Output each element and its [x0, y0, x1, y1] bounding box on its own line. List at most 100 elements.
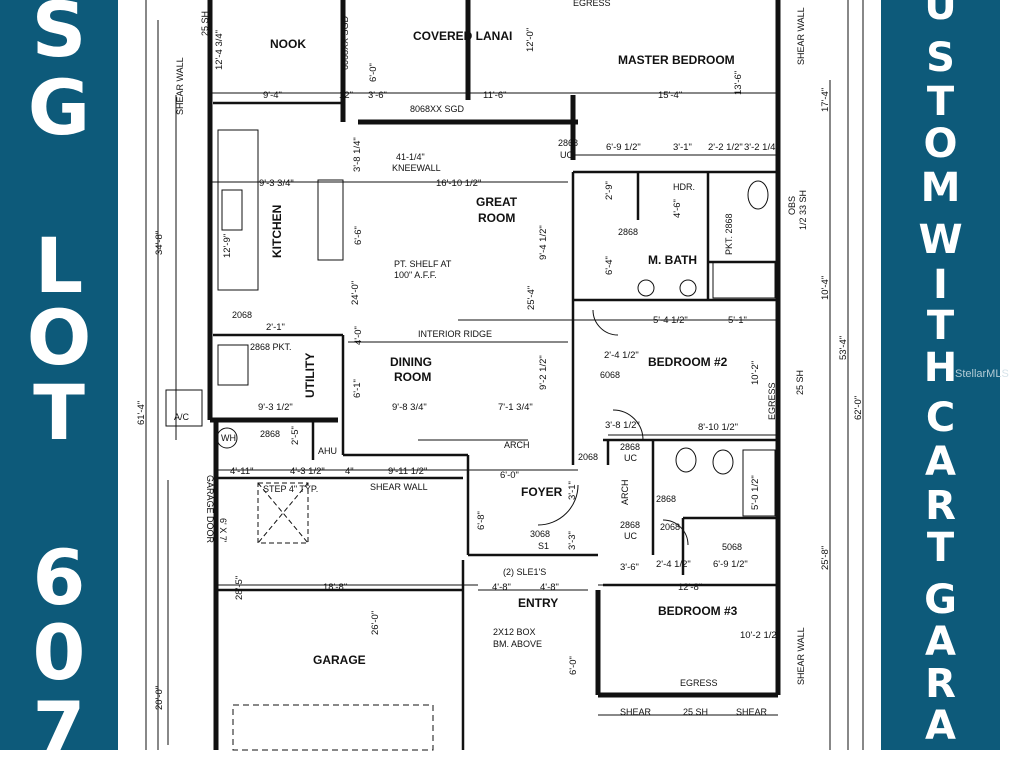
- floor-plan: NOOK COVERED LANAI MASTER BEDROOM GREAT …: [118, 0, 881, 751]
- note: 8068XX SGD: [410, 104, 465, 114]
- dimension-label: 4'-0": [353, 326, 364, 345]
- dimension-label: 26'-0": [370, 611, 381, 635]
- dimension-label: 9'-11 1/2": [388, 466, 427, 477]
- dimension-label: 17'-4": [820, 88, 831, 112]
- note: HDR.: [673, 182, 695, 192]
- banner-right-letter: R: [925, 661, 956, 707]
- banner-right-letter: H: [923, 345, 958, 391]
- kitchen-sink: [221, 189, 243, 231]
- dimension-label: 25'-4": [526, 286, 537, 310]
- banner-right-letter: C: [925, 395, 956, 441]
- room-label-dining-room: ROOM: [394, 370, 431, 384]
- sink: [679, 279, 697, 297]
- dimension-label: 5'-4 1/2": [653, 315, 688, 326]
- dimension-label: 9'-3 1/2": [258, 402, 293, 413]
- dimension-label: 6'-0": [568, 656, 579, 675]
- room-label-nook: NOOK: [270, 37, 306, 51]
- banner-right-letter: I: [933, 262, 948, 308]
- note: 2868: [620, 520, 640, 530]
- bathtub: [742, 449, 776, 517]
- dimension-label: 20'-0": [154, 686, 165, 710]
- note: ARCH: [504, 440, 530, 450]
- dimension-label: 10'-2": [750, 361, 761, 385]
- note: 1/2 33 SH: [798, 190, 808, 230]
- note: EGRESS: [573, 0, 611, 8]
- dimension-label: 4'-11": [230, 466, 254, 477]
- kitchen-counter: [217, 129, 259, 291]
- dimension-label: 4": [345, 466, 354, 477]
- dimension-label: 2'-1": [266, 322, 285, 333]
- dimension-label: 4'-8": [492, 582, 511, 593]
- note: 6068: [600, 370, 620, 380]
- note: STEP 4" TYP.: [263, 484, 318, 494]
- note: 2068: [578, 452, 598, 462]
- banner-left-letter: 7: [32, 685, 86, 774]
- note: 25 SH: [683, 707, 708, 717]
- dimension-label: 8'-10 1/2": [698, 422, 738, 433]
- room-label-bedroom-3: BEDROOM #3: [658, 604, 738, 618]
- dimension-label: 6'-4": [604, 256, 615, 275]
- dimension-label: 6'-0": [368, 63, 379, 82]
- note: 2X12 BOX: [493, 627, 536, 637]
- dimension-label: 9'-3 3/4": [259, 178, 294, 189]
- banner-right-letter: A: [925, 619, 956, 665]
- banner-right-letter: T: [926, 525, 955, 571]
- dimension-label: 12'-9": [222, 234, 233, 258]
- dimension-label: 12'-0": [525, 28, 536, 52]
- dimension-label: 6'-9 1/2": [606, 142, 641, 153]
- dimension-label: 6'-1": [352, 379, 363, 398]
- note: 2068: [232, 310, 252, 320]
- left-title-banner: [0, 0, 118, 750]
- note: EGRESS: [680, 678, 718, 688]
- note: 6068XX SGD: [340, 15, 350, 70]
- garage-door-outline: [232, 704, 434, 751]
- kitchen-island: [317, 179, 344, 261]
- dimension-label: 2'-5": [290, 426, 301, 445]
- dimension-label: 12'-4 3/4": [214, 30, 225, 70]
- note: BM. ABOVE: [493, 639, 542, 649]
- dimension-label: 9'-4 1/2": [538, 225, 549, 260]
- note: 2868: [260, 429, 280, 439]
- dimension-label: 2'-9": [604, 181, 615, 200]
- dimension-label: 3'-1": [567, 481, 578, 500]
- note: SHEAR WALL: [370, 482, 428, 492]
- note: PT. SHELF AT: [394, 259, 452, 269]
- note: 2868: [618, 227, 638, 237]
- banner-left-letter: S: [31, 0, 87, 74]
- note: 6' X 7': [218, 518, 228, 543]
- note: 2868: [656, 494, 676, 504]
- toilet: [675, 447, 697, 473]
- note: OBS: [787, 196, 797, 215]
- door-swing: [612, 409, 644, 441]
- note: 3068: [530, 529, 550, 539]
- room-label-utility: UTILITY: [303, 353, 317, 398]
- banner-right-letter: A: [925, 703, 956, 749]
- watermark: StellarMLS: [955, 368, 1009, 380]
- washer: [217, 344, 249, 386]
- note: 2868: [558, 138, 578, 148]
- dimension-label: 4'-8": [540, 582, 559, 593]
- room-label-garage: GARAGE: [313, 653, 366, 667]
- ac-unit-box: [165, 389, 203, 427]
- dimension-label: 5'-0 1/2": [750, 475, 761, 510]
- wh-label: WH: [221, 433, 236, 443]
- dimension-label: 6'-8": [476, 511, 487, 530]
- toilet: [747, 180, 769, 210]
- dimension-label: 5'-1": [728, 315, 747, 326]
- note: (2) SLE1'S: [503, 567, 546, 577]
- dimension-label: 7'-1 3/4": [498, 402, 533, 413]
- shower: [712, 261, 776, 299]
- banner-right-letter: O: [923, 121, 958, 167]
- room-label-covered-lanai: COVERED LANAI: [413, 29, 512, 43]
- note: UC: [560, 150, 573, 160]
- floor-plan-drawing: NOOK COVERED LANAI MASTER BEDROOM GREAT …: [136, 0, 864, 751]
- note: GARAGE DOOR: [205, 475, 215, 544]
- note: 2068: [660, 522, 680, 532]
- dimension-label: 10'-2 1/2": [740, 630, 780, 641]
- banner-left-letter: T: [33, 368, 85, 457]
- note: SHEAR: [736, 707, 768, 717]
- dimension-label: 18'-8": [323, 582, 347, 593]
- note: 100" A.F.F.: [394, 270, 437, 280]
- step-diagonal: [257, 482, 309, 544]
- note: S1: [538, 541, 549, 551]
